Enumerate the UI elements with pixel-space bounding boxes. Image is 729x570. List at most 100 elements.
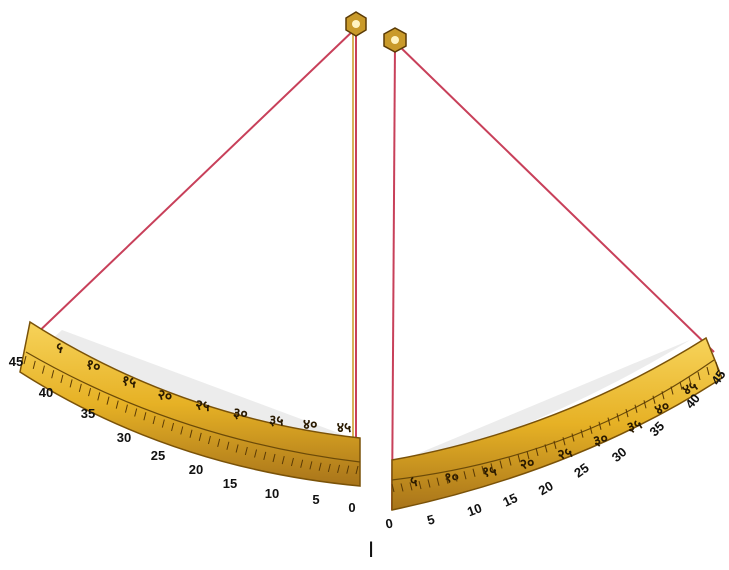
scale-tick	[715, 361, 719, 371]
right-scale-label-4: 20	[536, 478, 556, 498]
scale-tick	[180, 426, 184, 435]
scale-tick	[281, 455, 285, 465]
scale-tick	[616, 413, 620, 422]
scale-tick	[23, 355, 27, 365]
scale-tick	[272, 453, 276, 463]
scale-tick	[207, 435, 211, 445]
right-scale-label-9: 45	[708, 367, 729, 387]
scale-tick	[290, 457, 294, 467]
scale-tick	[553, 440, 557, 449]
right-scale-label-1: 5	[425, 511, 436, 527]
scale-tick	[318, 462, 322, 471]
scale-tick	[400, 483, 404, 492]
scale-tick	[226, 441, 230, 450]
scale-tick	[490, 463, 494, 472]
scale-tick	[472, 468, 476, 477]
scale-tick	[508, 457, 512, 466]
scale-tick	[143, 412, 147, 421]
scale-tick	[643, 400, 647, 409]
scale-tick	[346, 465, 350, 474]
right-devanagari-label-4: २५	[556, 445, 574, 464]
left-scale-label-6: 15	[223, 476, 237, 491]
right-devanagari-label-7: ४०	[652, 398, 672, 419]
scale-tick	[706, 366, 710, 376]
right-arm-vertical	[391, 41, 396, 511]
scale-tick	[124, 404, 128, 413]
left-shadow	[40, 330, 352, 452]
scale-tick	[309, 461, 313, 470]
scale-tick	[41, 365, 45, 374]
left-devanagari-label-4: २५	[194, 397, 211, 415]
scale-tick	[454, 473, 458, 482]
scale-tick	[679, 381, 683, 390]
right-shadow	[398, 340, 690, 470]
scale-tick	[235, 444, 239, 453]
scale-tick	[391, 483, 395, 493]
left-arm-diagonal	[29, 27, 357, 341]
left-scale-label-3: 30	[117, 430, 131, 445]
right-scale-label-3: 15	[500, 490, 519, 510]
scale-tick	[598, 421, 602, 430]
scale-tick	[161, 419, 165, 428]
scale-tick	[244, 446, 248, 456]
scale-tick	[436, 477, 440, 486]
right-devanagari-label-6: ३५	[625, 416, 644, 436]
right-arm-diagonal	[394, 41, 715, 353]
scale-tick	[463, 471, 467, 480]
right-scale-label-2: 10	[465, 500, 484, 519]
left-pivot	[345, 11, 367, 37]
left-brass-arc	[19, 320, 361, 487]
scale-tick	[69, 379, 73, 388]
left-devanagari-label-2: १५	[120, 373, 138, 392]
scale-tick	[625, 408, 629, 418]
scale-tick	[589, 425, 593, 434]
left-scale-label-8: 5	[312, 492, 319, 507]
scale-tick	[571, 433, 575, 442]
scale-tick	[409, 482, 413, 491]
right-devanagari-label-5: ३०	[592, 430, 611, 450]
scale-tick	[134, 408, 138, 417]
left-scale-label-2: 35	[81, 406, 95, 421]
scale-tick	[607, 417, 611, 426]
scale-tick	[263, 451, 267, 460]
scale-tick	[634, 404, 638, 413]
scale-tick	[580, 429, 584, 438]
scale-tick	[51, 370, 55, 379]
left-devanagari-label-5: ३०	[232, 405, 248, 422]
left-devanagari-label-8: ४५	[337, 420, 352, 436]
right-scale-label-6: 30	[609, 444, 630, 465]
scale-tick	[427, 479, 431, 488]
scale-tick	[355, 465, 359, 475]
scale-tick	[499, 460, 503, 469]
scale-tick	[115, 400, 119, 409]
scale-tick	[97, 392, 101, 401]
scale-tick	[60, 374, 64, 384]
right-devanagari-label-2: १५	[481, 463, 498, 481]
left-scale-label-7: 10	[265, 486, 279, 501]
scale-tick	[171, 422, 175, 432]
scale-tick	[697, 371, 701, 381]
scale-tick	[106, 396, 110, 405]
scale-tick	[661, 391, 665, 400]
scale-tick	[535, 447, 539, 456]
right-brass-arc	[391, 336, 723, 511]
left-scale-label-9: 0	[348, 500, 355, 515]
scale-tick	[254, 449, 258, 458]
left-scale-label-1: 40	[39, 385, 53, 400]
scale-tick	[152, 415, 156, 425]
scale-tick	[337, 464, 341, 474]
scale-tick	[88, 388, 92, 397]
scale-tick	[418, 480, 422, 490]
scale-tick	[517, 454, 521, 463]
scale-tick	[189, 429, 193, 438]
right-devanagari-label-0: ५	[410, 474, 418, 490]
left-devanagari-label-6: ३५	[268, 413, 284, 430]
scale-tick	[445, 475, 449, 484]
left-scale-label-0: 45	[9, 354, 23, 369]
